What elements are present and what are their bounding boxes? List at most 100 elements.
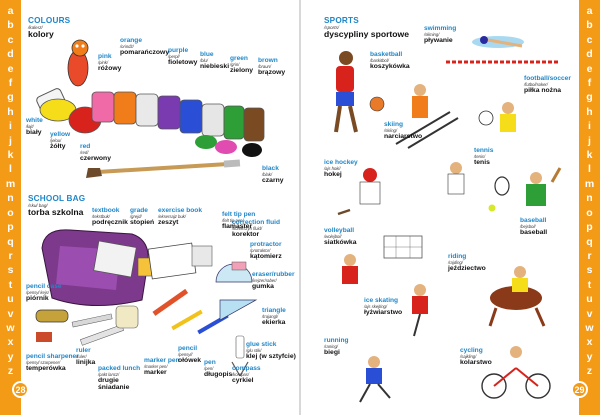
- triangle-drawing: [219, 299, 258, 321]
- alphabet-letter: z: [586, 365, 593, 378]
- alphabet-letter: d: [586, 48, 593, 61]
- pencil-case-drawing: [35, 309, 69, 323]
- label-ice-hockey: ice hockey/ajs hoki/hokej: [324, 159, 358, 179]
- alphabet-letter: v: [586, 307, 593, 320]
- label-tennis: tennis/tenis/tenis: [474, 147, 494, 167]
- label-grade: grade/grejd/stopień: [130, 207, 155, 227]
- paint-tube-green: [223, 105, 245, 140]
- alphabet-letter: e: [7, 62, 14, 75]
- eraser-drawing: [231, 261, 247, 271]
- alphabet-letter: u: [7, 293, 14, 306]
- label-volleyball: volleyball/wolejbol/siatkówka: [324, 227, 357, 247]
- page-number-right: 29: [571, 381, 588, 398]
- ruler-drawing: [79, 324, 125, 346]
- label-marker-pen: marker pen/marker pen/marker: [144, 357, 180, 377]
- label-blue: blue/blu/niebieski: [200, 51, 230, 71]
- label-basketball: basketball/baskitbol/koszykówka: [370, 51, 410, 71]
- sports-heading: SPORTS /sports/ dyscypliny sportowe: [324, 16, 410, 40]
- label-eraser: eraser/rubber/irejzer/raber/gumka: [252, 271, 295, 291]
- alphabet-letter: m: [5, 177, 16, 190]
- alphabet-letter: i: [9, 120, 12, 133]
- label-football: football/soccer/futbol/soker/piłka nożna: [524, 75, 571, 95]
- book-spine: [299, 0, 301, 415]
- alphabet-letter: a: [7, 5, 14, 17]
- alphabet-letter: p: [586, 221, 593, 234]
- alphabet-letter: b: [586, 19, 593, 32]
- alphabet-letter: s: [586, 264, 593, 277]
- school-bag-heading: SCHOOL BAG /skul bag/ torba szkolna: [28, 194, 86, 218]
- alphabet-letter: z: [7, 365, 14, 378]
- paint-creature-illustration: [67, 39, 89, 87]
- label-baseball: baseball/bejsbol/baseball: [520, 217, 548, 237]
- alphabet-letter: b: [7, 19, 14, 32]
- alphabet-letter: c: [7, 33, 14, 46]
- alphabet-letter: r: [587, 249, 592, 262]
- sports-illustrations: [334, 36, 562, 403]
- page-number-left: 28: [12, 381, 29, 398]
- alphabet-letter: j: [588, 134, 591, 147]
- colours-heading: COLOURS /kalerz/ kolory: [28, 16, 71, 40]
- label-glue-stick: glue stick/glu stik/klej (w sztyfcie): [246, 341, 296, 361]
- alphabet-letter: g: [586, 91, 593, 104]
- alphabet-letter: u: [586, 293, 593, 306]
- label-purple: purple/perpl/fioletowy: [168, 47, 198, 67]
- label-ice-skating: ice skating/ajs skejting/łyżwiarstwo: [364, 297, 403, 317]
- paint-blob-black: [242, 143, 262, 157]
- alphabet-letter: v: [7, 307, 14, 320]
- alphabet-letter: d: [7, 48, 14, 61]
- paint-tube-pink: [91, 91, 115, 123]
- paint-tube-brown: [243, 107, 265, 142]
- label-yellow: yellow/jelou/żółty: [50, 131, 71, 151]
- paint-brush: [96, 162, 230, 174]
- label-green: green/grin/zielony: [230, 55, 254, 75]
- label-pencil-case: pencil case/pensyl kejs/piórnik: [26, 283, 62, 303]
- alphabet-letter: x: [586, 336, 593, 349]
- label-swimming: swimming/słiming/pływanie: [424, 25, 457, 45]
- label-red: red/red/czerwony: [80, 143, 111, 163]
- label-white: white/łajt/biały: [26, 117, 43, 137]
- alphabet-letter: s: [7, 264, 14, 277]
- label-pen: pen/pen/długopis: [204, 359, 233, 379]
- alphabet-letter: n: [586, 192, 593, 205]
- label-packed-lunch: packed lunch/pakt lancz/drugie śniadanie: [98, 365, 141, 392]
- label-exercise-book: exercise book/eksersajz buk/zeszyt: [158, 207, 202, 227]
- marker-drawing: [152, 288, 189, 316]
- label-running: running/raning/biegi: [324, 337, 349, 357]
- alphabet-letter: r: [8, 249, 13, 262]
- alphabet-letter: q: [7, 235, 14, 248]
- alphabet-letter: c: [586, 33, 593, 46]
- paint-tube-blue: [179, 99, 203, 134]
- label-triangle: triangle/trajangl/ekierka: [262, 307, 286, 327]
- label-black: black/blak/czarny: [262, 165, 284, 185]
- alphabet-letter: g: [7, 91, 14, 104]
- alphabet-letter: e: [586, 62, 593, 75]
- football-ball: [478, 110, 494, 126]
- alphabet-letter: y: [586, 350, 593, 363]
- paint-tubes-illustration: [36, 88, 265, 178]
- label-protractor: protractor/protraktor/kątomierz: [250, 241, 282, 261]
- alphabet-letter: t: [587, 278, 592, 291]
- label-cycling: cycling/sajkling/kolarstwo: [460, 347, 492, 367]
- alphabet-letter: t: [8, 278, 13, 291]
- label-pencil-sharpener: pencil sharpener/pensyl szarpener/temper…: [26, 353, 79, 373]
- label-felt-tip-pen: felt tip pen/felt tip pen/flamaster: [222, 211, 256, 231]
- label-brown: brown/braun/brązowy: [258, 57, 286, 77]
- alphabet-letter: i: [588, 120, 591, 133]
- alphabet-letter: m: [584, 177, 595, 190]
- pencil-drawing: [171, 309, 203, 331]
- alphabet-letter: w: [6, 321, 15, 334]
- school-bag-illustration: [41, 229, 213, 306]
- label-correction-fluid: correction fluid/korekszyn fluid/korekto…: [232, 219, 280, 239]
- alphabet-letter: l: [9, 163, 12, 176]
- alphabet-letter: a: [586, 5, 593, 17]
- alphabet-letter: w: [585, 321, 594, 334]
- alphabet-letter: f: [8, 77, 13, 90]
- alphabet-letter: n: [7, 192, 14, 205]
- alphabet-letter: l: [588, 163, 591, 176]
- label-ruler: ruler/ruler/linijka: [76, 347, 96, 367]
- alphabet-letter: h: [7, 105, 14, 118]
